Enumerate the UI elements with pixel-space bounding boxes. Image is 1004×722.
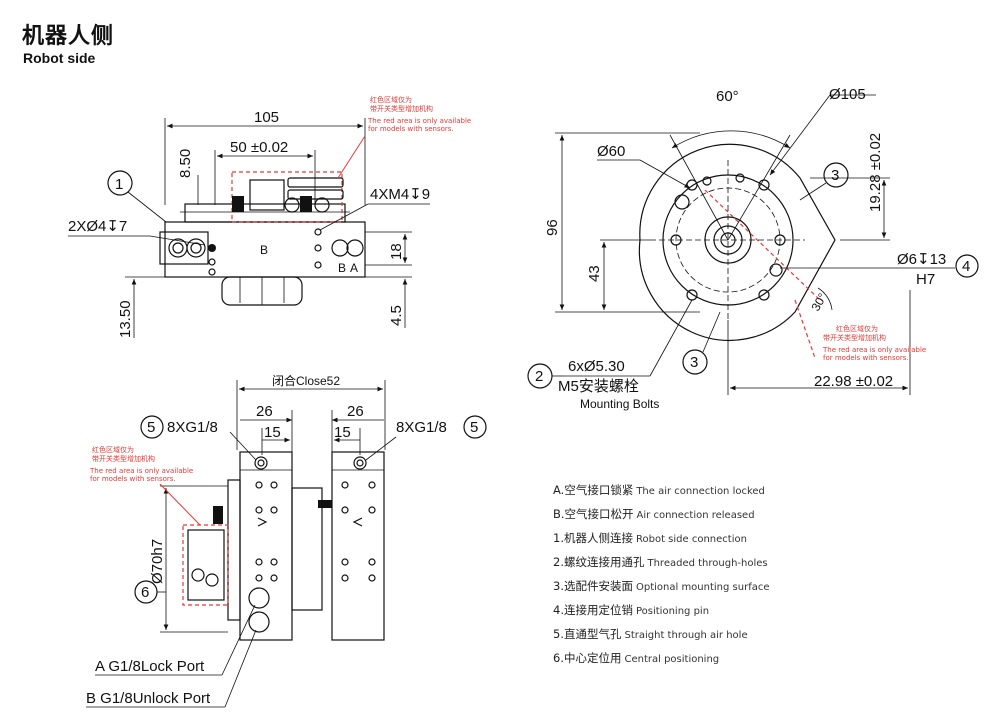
svg-text:for models with sensors.: for models with sensors. [368,125,454,133]
svg-text:带开关类型增加机构: 带开关类型增加机构 [823,333,886,342]
svg-text:3: 3 [690,354,698,371]
round-view: 60° Ø105 Ø60 96 43 19.28 ±0.02 Ø6↧13 H7 … [527,86,979,411]
dim-right-hole: 4XM4↧9 [370,186,430,203]
side-sensor-region [182,524,229,606]
svg-text:带开关类型增加机构: 带开关类型增加机构 [92,454,155,463]
dim-left-hole: 2XØ4↧7 [68,218,127,235]
dim-26-right: 26 [347,403,364,420]
callout-4 [955,254,979,278]
dim-1928: 19.28 ±0.02 [867,133,884,212]
svg-text:5: 5 [147,419,155,436]
svg-text:for models with sensors.: for models with sensors. [823,354,909,362]
pin-hole: Ø6↧13 [897,251,946,268]
angle-60: 60° [716,88,739,105]
svg-text:2: 2 [535,368,543,385]
svg-text:4: 4 [962,258,970,275]
dia-outer: Ø105 [829,86,866,103]
close-dim: 闭合Close52 [272,373,340,388]
svg-text:The red area is only available: The red area is only available [367,117,471,125]
callout-3b [682,349,708,375]
side-view: 闭合Close52 26 15 [86,373,487,708]
label-a-right: A [350,261,358,275]
svg-text:1: 1 [115,176,123,193]
port-a-hole [248,587,270,609]
callout-3a [823,162,849,188]
callout-1 [107,170,133,196]
port-right-spec: 8XG1/8 [396,419,447,436]
page-title: 机器人侧 [22,24,115,49]
bolts-cn: M5安装螺栓 [558,378,639,395]
svg-text:带开关类型增加机构: 带开关类型增加机构 [370,104,433,113]
callout-5b [463,415,487,439]
top-view: 105 50 ±0.02 8.50 [68,95,471,338]
svg-text:The red area is only available: The red area is only available [822,346,926,354]
dim-bottom-right: 4.5 [388,305,405,326]
svg-text:红色区域仅为: 红色区域仅为 [370,95,412,104]
dim-bottom-left: 13.50 [117,300,134,338]
dim-15-right: 15 [334,424,351,441]
svg-text:6: 6 [141,584,149,601]
sensor-region [231,171,343,223]
svg-text:The red area is only available: The red area is only available [89,467,193,475]
dim-15-left: 15 [264,424,281,441]
port-left-spec: 8XG1/8 [167,419,218,436]
red-note-right: 红色区域仅为 带开关类型增加机构 The red area is only av… [822,324,926,362]
bolts-en: Mounting Bolts [580,397,659,411]
angle-30: 30° [808,291,829,314]
port-b-hole [248,611,270,633]
dim-pitch-50: 50 ±0.02 [230,139,288,156]
red-note-top: 红色区域仅为 带开关类型增加机构 The red area is only av… [337,95,471,179]
dim-96: 96 [544,219,561,236]
callout-5a [140,415,164,439]
pin-tolerance: H7 [916,271,935,288]
port-a-label: A G1/8Lock Port [95,658,205,675]
dia-70: Ø70h7 [149,539,166,584]
dim-26-left: 26 [256,403,273,420]
dim-2298: 22.98 ±0.02 [814,373,893,390]
port-b-label: B G1/8Unlock Port [86,690,211,707]
dim-43: 43 [586,265,603,282]
svg-text:红色区域仅为: 红色区域仅为 [92,445,134,454]
top-view-flange [184,203,346,223]
page-subtitle: Robot side [23,50,96,66]
red-note-side: 红色区域仅为 带开关类型增加机构 The red area is only av… [89,445,201,526]
label-b-top: B [260,243,268,257]
dim-width-105: 105 [254,109,279,126]
bolts-spec: 6xØ5.30 [568,358,625,375]
round-outer-profile [638,143,836,341]
svg-text:for models with sensors.: for models with sensors. [90,475,176,483]
side-block-left [239,451,293,641]
svg-text:3: 3 [831,167,839,184]
svg-text:红色区域仅为: 红色区域仅为 [836,324,878,333]
dim-height-850: 8.50 [177,149,194,178]
label-b-right: B [338,261,346,275]
dia-inner: Ø60 [597,143,625,160]
side-block-right [331,451,385,641]
svg-text:5: 5 [470,419,478,436]
dim-right-height: 18 [388,243,405,260]
